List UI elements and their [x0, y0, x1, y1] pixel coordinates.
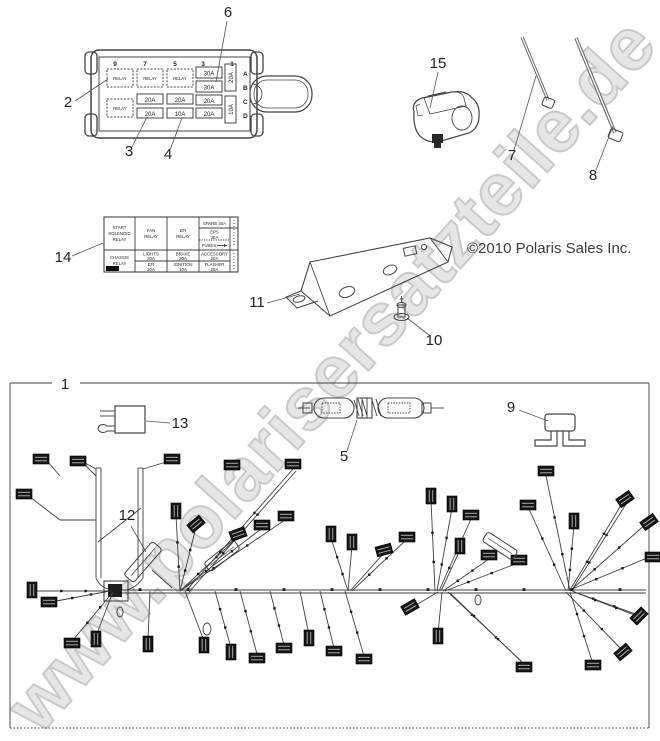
- cell-text: 20A: [179, 256, 187, 261]
- fuse-20a-c4r4: 20A: [204, 112, 215, 118]
- fuse-20a-c2r3: 20A: [145, 98, 156, 104]
- cell-text: EPS: [210, 230, 219, 235]
- callout-8: 8: [589, 167, 597, 184]
- cell-text: RELAY: [113, 261, 127, 266]
- fuse-10a-c3r4: 10A: [175, 112, 186, 118]
- callout-15: 15: [430, 55, 447, 72]
- cell-text: ACCESSORY: [201, 252, 228, 257]
- relay-2-label: RELAY: [143, 76, 157, 81]
- copyright-text: ©2010 Polaris Sales Inc.: [467, 240, 631, 257]
- fuse-20a-vert: 20A: [229, 72, 235, 83]
- pin-B: B: [243, 85, 248, 92]
- fuses-band-label: FUSES: [202, 243, 216, 248]
- cell-text: FAN: [147, 228, 155, 233]
- callout-7: 7: [508, 147, 516, 164]
- cell-text: 20A: [211, 256, 219, 261]
- callout-2: 2: [64, 94, 72, 111]
- cell-text: START: [113, 225, 127, 230]
- cell-text: EFI: [180, 228, 187, 233]
- cell-text: 10A: [179, 267, 187, 272]
- callout-4: 4: [164, 146, 172, 163]
- cell-text: RELAY: [176, 234, 190, 239]
- fuse-20a-c2r4: 20A: [145, 112, 156, 118]
- callout-10: 10: [426, 332, 443, 349]
- callout-12: 12: [119, 507, 136, 524]
- cell-text: LIGHTS: [143, 252, 159, 257]
- cell-text: SPARE 30A: [203, 221, 226, 226]
- pin-A: A: [243, 71, 248, 78]
- fuse-box-diagram: 9 7 5 3 1 A B C D RELAY RELAY RELAY RELA…: [84, 49, 313, 139]
- connector-15: [412, 91, 480, 148]
- flasher-relay-13: [97, 405, 146, 434]
- callout-14: 14: [55, 249, 72, 266]
- antenna-rod-7: [520, 36, 555, 109]
- pin-5: 5: [173, 61, 177, 68]
- pin-C: C: [243, 99, 248, 106]
- cell-text: 30A: [211, 235, 219, 240]
- relay-4-label: RELAY: [113, 106, 127, 111]
- fuse-30a-2: 30A: [204, 86, 215, 92]
- cell-text: IGNITION: [173, 262, 192, 267]
- fuse-10a-vert: 10A: [229, 104, 235, 115]
- callout-1: 1: [61, 376, 69, 393]
- cell-text: BRAKE: [176, 252, 191, 257]
- pin-3: 3: [201, 61, 205, 68]
- pin-9: 9: [113, 61, 117, 68]
- cell-text: 20A: [147, 267, 155, 272]
- callout-11: 11: [249, 294, 265, 311]
- fuse-20a-c4r3: 20A: [204, 99, 215, 105]
- cell-text: 20A: [147, 256, 155, 261]
- rubber-mount-9: [534, 413, 586, 447]
- antenna-rod-8: [574, 37, 624, 143]
- relay-1-label: RELAY: [113, 76, 127, 81]
- cell-text: CHASSIS: [110, 255, 129, 260]
- fuse-label-table: START SOLENOID RELAY FAN RELAY EFI RELAY…: [103, 216, 239, 273]
- callout-13: 13: [172, 415, 189, 432]
- pin-7: 7: [143, 61, 147, 68]
- pin-D: D: [243, 113, 248, 120]
- callout-3: 3: [125, 143, 133, 160]
- mounting-bracket: [285, 237, 453, 317]
- inline-fuse-5: [298, 397, 444, 419]
- cell-text: RELAY: [113, 237, 127, 242]
- callout-9: 9: [507, 399, 515, 416]
- relay-3-label: RELAY: [173, 76, 187, 81]
- fuse-30a-1: 30A: [204, 72, 215, 78]
- cell-text: FLASHER: [205, 262, 225, 267]
- callout-5: 5: [340, 448, 348, 465]
- cell-text: SOLENOID: [108, 231, 130, 236]
- cell-text: RELAY: [144, 234, 158, 239]
- connector-loop: [249, 75, 313, 113]
- cell-text: EFI: [148, 262, 155, 267]
- fuse-20a-c3r3: 20A: [175, 98, 186, 104]
- rivet: [393, 296, 410, 322]
- callout-6: 6: [224, 4, 232, 21]
- cell-text: 20A: [211, 267, 219, 272]
- harness-box-outline: [9, 382, 650, 729]
- wiring-harness: [15, 453, 660, 673]
